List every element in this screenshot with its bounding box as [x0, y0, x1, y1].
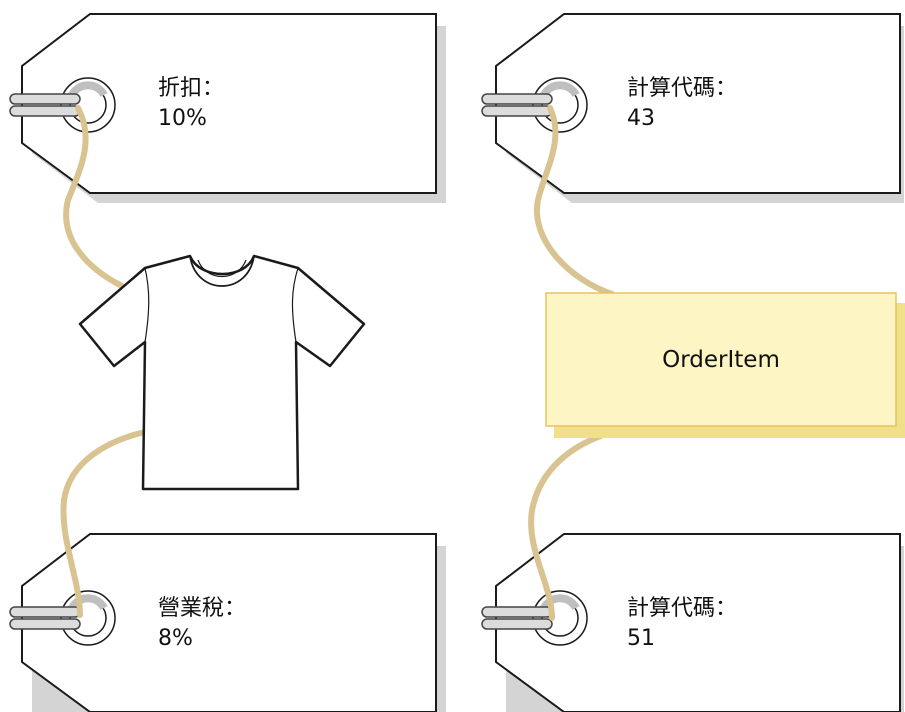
- grommet-icon: [532, 77, 588, 133]
- string-sales-tax: [60, 429, 148, 618]
- tag-value: 8%: [158, 626, 193, 651]
- tag-label: 計算代碼：: [627, 596, 738, 621]
- orderitem-label: OrderItem: [662, 346, 780, 373]
- tag-value: 10%: [158, 106, 207, 131]
- grommet-icon: [60, 77, 116, 133]
- tag-calc-code-bottom: [481, 533, 904, 712]
- orderitem-box: [545, 292, 905, 438]
- tag-discount: [9, 13, 446, 203]
- tag-calc-code-top-text: 計算代碼： 43: [627, 74, 737, 134]
- tag-string-loop: [9, 606, 81, 630]
- string-discount: [63, 105, 125, 289]
- tag-label: 折扣：: [158, 76, 225, 101]
- string-calc-top: [533, 105, 615, 297]
- tag-discount-text: 折扣： 10%: [158, 74, 224, 134]
- tag-sales-tax-text: 營業稅： 8%: [158, 594, 246, 654]
- grommet-icon: [60, 590, 116, 646]
- tag-calc-code-top: [481, 13, 904, 203]
- tag-calc-code-bottom-text: 計算代碼： 51: [627, 594, 737, 654]
- tag-value: 43: [627, 106, 655, 131]
- string-connectors: [60, 105, 615, 621]
- tag-sales-tax: [9, 533, 446, 712]
- tag-label: 營業稅：: [158, 596, 247, 621]
- tag-string-loop: [481, 93, 553, 117]
- tag-value: 51: [627, 626, 655, 651]
- tshirt-icon: [78, 254, 366, 491]
- string-calc-bottom: [528, 429, 615, 621]
- tag-label: 計算代碼：: [627, 76, 738, 101]
- grommet-icon: [532, 590, 588, 646]
